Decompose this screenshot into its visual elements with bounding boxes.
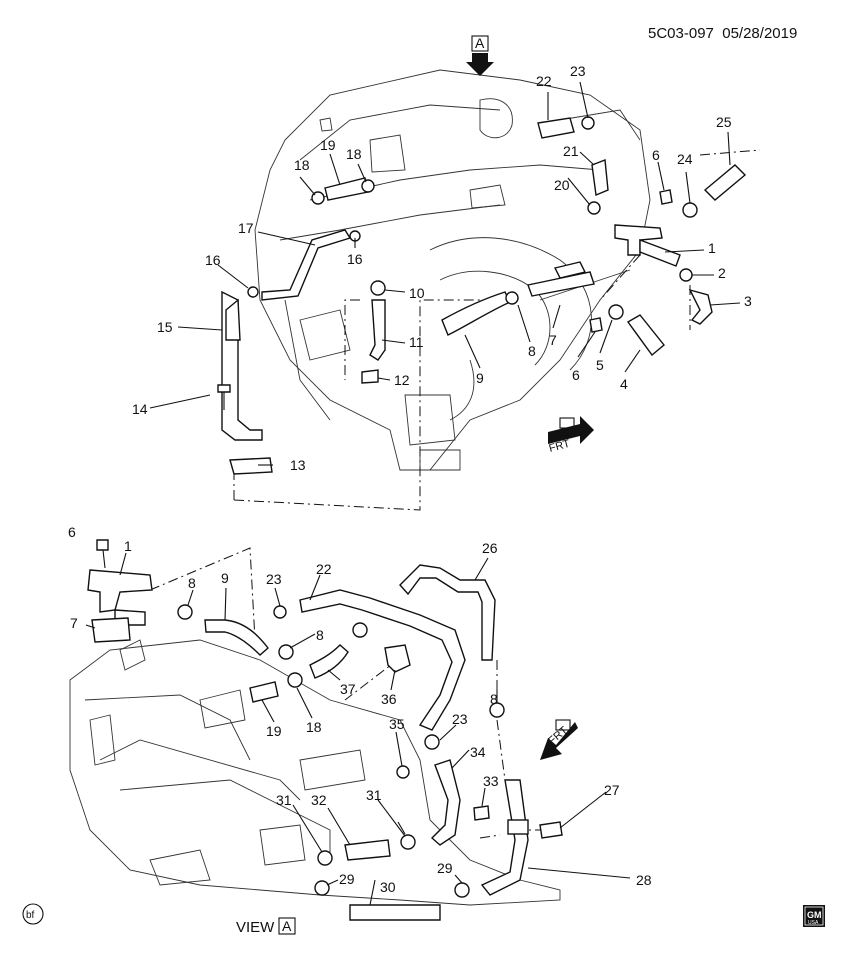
callout: 25: [716, 114, 732, 130]
callout: 36: [381, 691, 397, 707]
callout: 2: [718, 265, 726, 281]
callout: 24: [677, 151, 693, 167]
callout: 18: [306, 719, 322, 735]
callout: 18: [346, 146, 362, 162]
bottom-hoses: [87, 539, 578, 921]
callout: 20: [554, 177, 570, 193]
callout: 19: [266, 723, 282, 739]
callout: 1: [124, 538, 132, 554]
callout: 15: [157, 319, 173, 335]
callout: 8: [188, 575, 196, 591]
callout: 23: [570, 63, 586, 79]
callout: 32: [311, 792, 327, 808]
callout: 22: [316, 561, 332, 577]
view-a-arrow: A: [466, 35, 494, 76]
callout: 6: [68, 524, 76, 540]
diagram-code: 5C03-097: [648, 25, 714, 42]
callout: 29: [339, 871, 355, 887]
top-hoses: [217, 116, 747, 475]
callout: 34: [470, 744, 486, 760]
callout: 14: [132, 401, 148, 417]
callout: 37: [340, 681, 356, 697]
callout: 7: [70, 615, 78, 631]
callout: 29: [437, 860, 453, 876]
svg-text:USA: USA: [808, 920, 819, 926]
callout: 17: [238, 220, 254, 236]
callout: 26: [482, 540, 498, 556]
corner-badge-left: bf: [22, 903, 44, 925]
top-engine-outline: [254, 69, 651, 471]
callout: 18: [294, 157, 310, 173]
callout: 5: [596, 357, 604, 373]
callout: 23: [266, 571, 282, 587]
callout: 22: [536, 73, 552, 89]
callout: 12: [394, 372, 410, 388]
callout: 31: [366, 787, 382, 803]
callout: 1: [708, 240, 716, 256]
callout: 30: [380, 879, 396, 895]
callout: 33: [483, 773, 499, 789]
view-caption: VIEW A: [236, 917, 296, 936]
callout: 31: [276, 792, 292, 808]
callout: 4: [620, 376, 628, 392]
callout: 35: [389, 716, 405, 732]
diagram-header: 5C03-097 05/28/2019: [648, 25, 797, 42]
svg-text:GM: GM: [807, 910, 822, 920]
callout: 28: [636, 872, 652, 888]
top-leaders: [149, 81, 741, 466]
callout: 9: [476, 370, 484, 386]
callout: 6: [652, 147, 660, 163]
diagram-date: 05/28/2019: [722, 25, 798, 42]
callout: 16: [347, 251, 363, 267]
gm-logo: GM USA: [803, 905, 825, 927]
callout: 7: [549, 332, 557, 348]
bottom-engine-outline: [69, 639, 561, 906]
callout: 6: [572, 367, 580, 383]
callout: 23: [452, 711, 468, 727]
callout: 8: [316, 627, 324, 643]
callout: 13: [290, 457, 306, 473]
view-marker-letter: A: [475, 35, 485, 51]
callout: 8: [490, 691, 498, 707]
bottom-leaders: [85, 552, 631, 906]
corner-left-text: bf: [26, 910, 35, 921]
callout: 9: [221, 570, 229, 586]
callout: 3: [744, 293, 752, 309]
callout: 8: [528, 343, 536, 359]
callout: 11: [409, 334, 424, 350]
callout: 16: [205, 252, 221, 268]
view-caption-text: VIEW: [236, 919, 275, 936]
callout-labels-bottom: 1 6 7 8 8 8 9 18 19 22 23 23 26 27 28 29…: [68, 524, 652, 895]
view-caption-letter: A: [282, 918, 292, 934]
callout: 21: [563, 143, 579, 159]
callout: 19: [320, 137, 336, 153]
callout: 27: [604, 782, 620, 798]
callout-labels-top: 1 2 3 4 5 6 6 7 8 9 10 11 12 13 14 15 16…: [132, 63, 752, 473]
front-marker-top: FRT: [548, 438, 572, 455]
callout: 10: [409, 285, 425, 301]
